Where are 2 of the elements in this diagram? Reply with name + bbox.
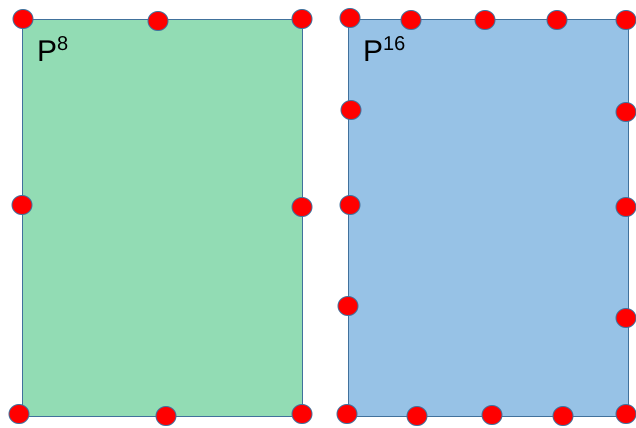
- rectangle-label: P$^{8}$: [37, 34, 68, 67]
- rectangle-label: P$^{16}$: [363, 34, 406, 67]
